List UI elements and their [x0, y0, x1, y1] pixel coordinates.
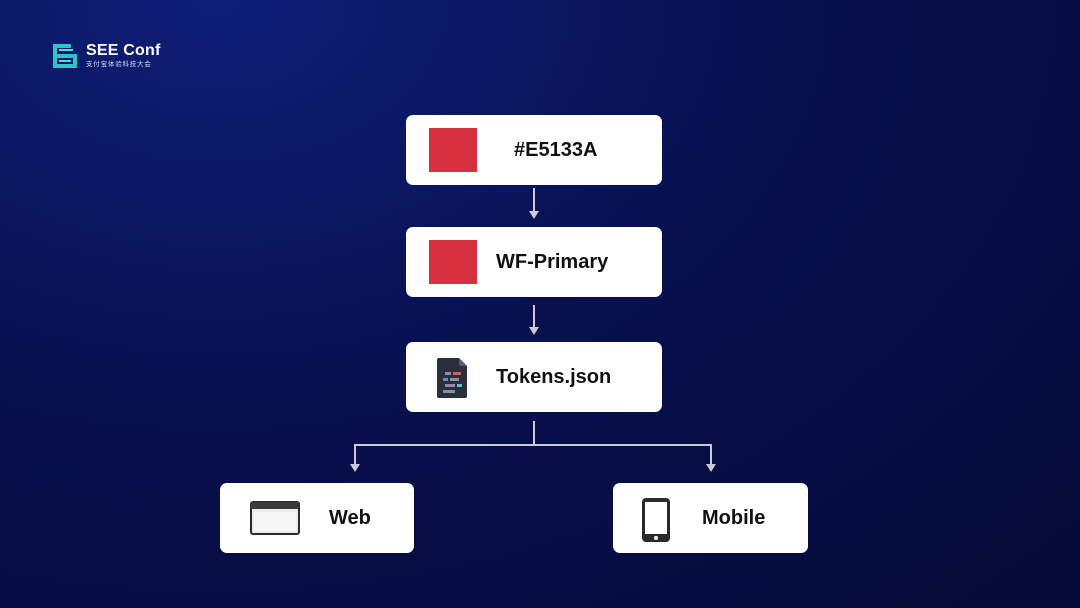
- node-hex-color: #E5133A: [406, 115, 662, 185]
- brand-subtitle: 支付宝体验科技大会: [86, 61, 152, 69]
- brand-logo: SEE Conf 支付宝体验科技大会: [52, 43, 161, 69]
- node-tokens-label: Tokens.json: [496, 365, 612, 388]
- edge-hex-to-primary: [529, 188, 539, 219]
- node-web-label: Web: [329, 506, 371, 529]
- node-mobile: Mobile: [613, 483, 808, 553]
- node-mobile-label: Mobile: [702, 506, 766, 529]
- node-wf-primary: WF-Primary: [406, 227, 662, 297]
- edge-tokens-to-web-and-mobile: [350, 421, 716, 472]
- node-wf-primary-label: WF-Primary: [496, 250, 609, 273]
- node-hex-label: #E5133A: [514, 138, 598, 161]
- smartphone-icon: [642, 498, 670, 542]
- browser-window-icon: [250, 501, 300, 535]
- color-swatch-icon: [429, 240, 477, 284]
- node-web: Web: [220, 483, 414, 553]
- json-file-icon: [437, 358, 467, 398]
- color-swatch-icon: [429, 128, 477, 172]
- edge-primary-to-tokens: [529, 305, 539, 335]
- node-tokens-json: Tokens.json: [406, 342, 662, 412]
- brand-title: SEE Conf: [86, 42, 161, 60]
- see-conf-logo-icon: [53, 44, 77, 68]
